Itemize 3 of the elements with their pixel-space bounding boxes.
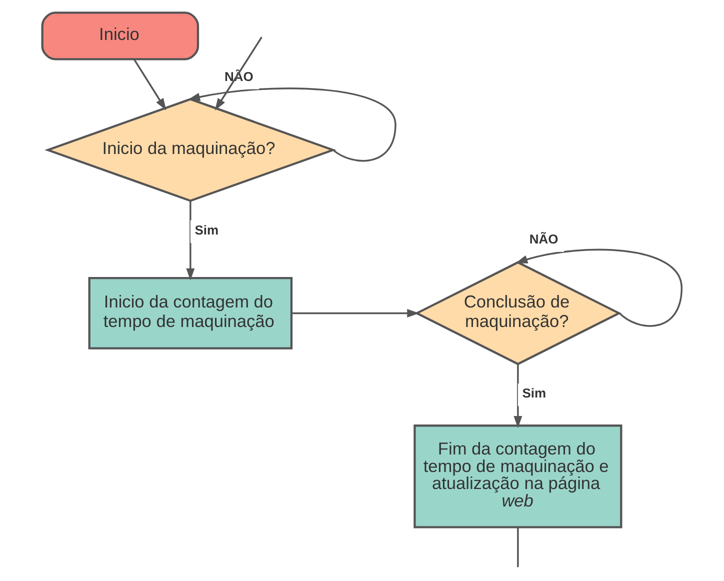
edge-label: NÃO [529,231,558,246]
edge-label: Sim [522,386,546,401]
edge-label: Sim [194,222,219,238]
